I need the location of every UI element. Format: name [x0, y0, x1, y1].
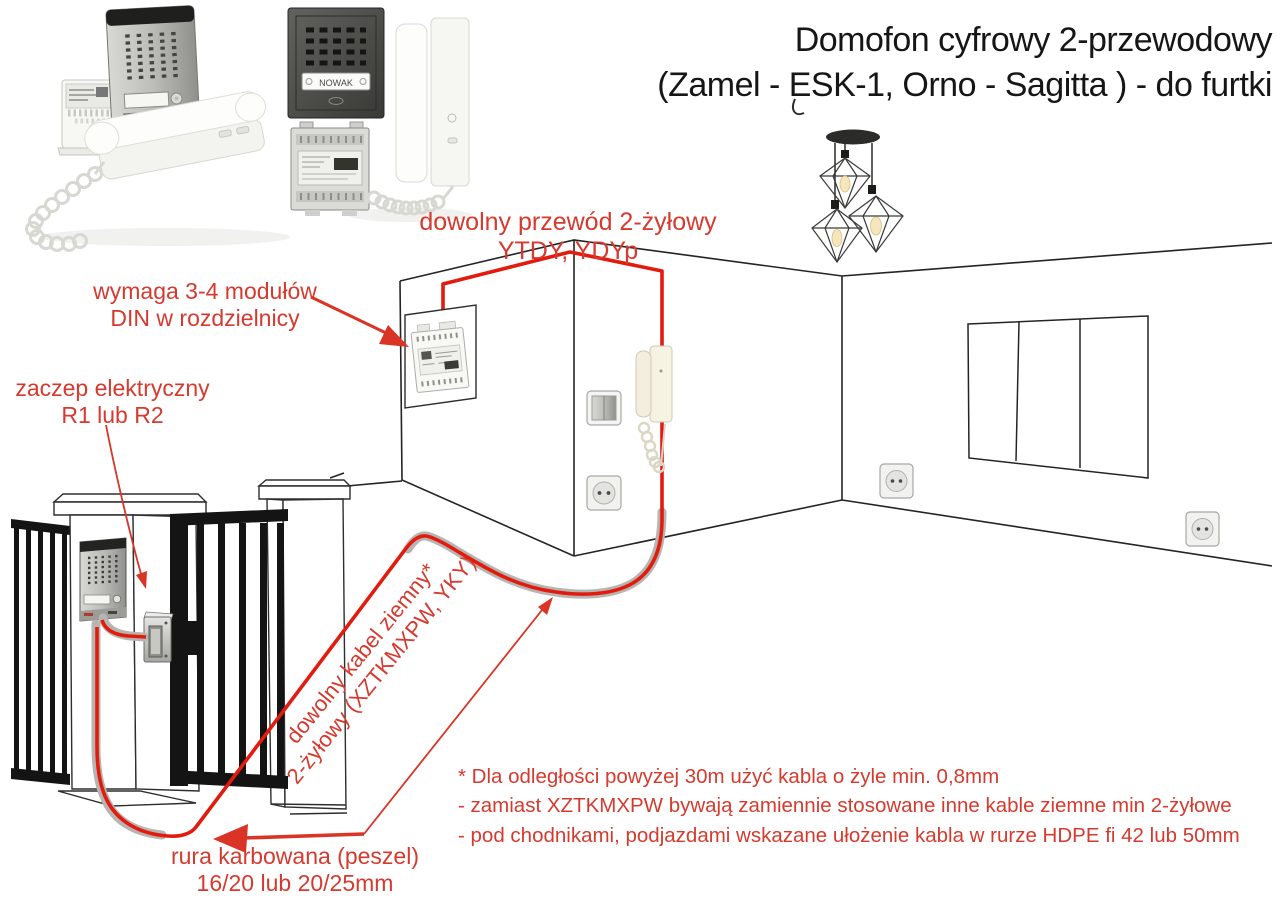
page-title: Domofon cyfrowy 2-przewodowy (Zamel - ES…	[492, 18, 1272, 108]
title-line1: Domofon cyfrowy 2-przewodowy	[794, 21, 1273, 59]
nameplate-text: NOWAK	[319, 78, 353, 88]
arrow-din	[310, 295, 409, 347]
electric-strike	[143, 611, 174, 663]
pendant-lamp	[792, 98, 904, 264]
lamp-canopy	[826, 129, 880, 145]
power-outlet-right-1	[879, 463, 914, 499]
power-outlet-right-2	[1185, 511, 1220, 547]
label-conduit-line1: rura karbowana (peszel)	[170, 843, 419, 869]
ground-cable-line	[95, 518, 664, 838]
product-photos: NOWAK	[25, 5, 472, 252]
lamp-cages	[811, 157, 904, 264]
label-indoor-wire-line1: dowolny przewód 2-żyłowy	[419, 208, 717, 236]
product-door-panel-orno: NOWAK	[287, 7, 385, 119]
product-handset-cord-zamel	[25, 161, 106, 252]
footnotes: * Dla odległości powyżej 30m użyć kabla …	[458, 762, 1278, 850]
footnote-1: * Dla odległości powyżej 30m użyć kabla …	[458, 765, 1000, 788]
label-indoor-wire: dowolny przewód 2-żyłowy YTDY, YDYp	[408, 208, 728, 266]
label-electric-strike-line2: R1 lub R2	[61, 401, 164, 428]
label-electric-strike-line1: zaczep elektryczny	[15, 375, 210, 401]
label-indoor-wire-line2: YTDY, YDYp	[497, 237, 639, 265]
window	[967, 315, 1149, 479]
indoor-handset	[635, 345, 673, 474]
power-outlet-front	[586, 475, 622, 511]
lamp-hook	[792, 98, 805, 116]
arrow-conduit	[213, 597, 553, 853]
distribution-panel	[404, 304, 477, 409]
product-psu-orno	[290, 121, 370, 216]
strike-bracket	[172, 621, 202, 655]
product-handset-orno	[395, 17, 470, 187]
din-power-supply	[410, 320, 470, 393]
arrow-strike	[105, 424, 147, 589]
room-outline	[329, 239, 1273, 567]
strike-wire	[100, 619, 147, 639]
label-conduit-line2: 16/20 lub 20/25mm	[196, 869, 394, 896]
label-conduit: rura karbowana (peszel) 16/20 lub 20/25m…	[140, 843, 450, 896]
gate-door-panel	[79, 537, 127, 622]
wall-switch	[586, 390, 622, 426]
annotation-arrows	[105, 295, 553, 853]
product-handset-cord-orno	[366, 186, 454, 216]
label-din-modules-line1: wymaga 3-4 modułów	[93, 278, 317, 304]
product-handset-zamel	[84, 91, 267, 180]
footnote-3: - pod chodnikami, podjazdami wskazane uł…	[458, 823, 1240, 847]
product-psu-zamel	[57, 79, 123, 156]
title-line2: (Zamel - ESK-1, Orno - Sagitta ) - do fu…	[657, 66, 1272, 105]
footnote-2: - zamiast XZTKMXPW bywają zamiennie stos…	[458, 794, 1232, 818]
label-din-modules-line2: DIN w rozdzielnicy	[110, 304, 300, 331]
label-din-modules: wymaga 3-4 modułów DIN w rozdzielnicy	[70, 278, 340, 331]
label-electric-strike: zaczep elektryczny R1 lub R2	[0, 375, 230, 428]
fence-left	[11, 519, 70, 785]
